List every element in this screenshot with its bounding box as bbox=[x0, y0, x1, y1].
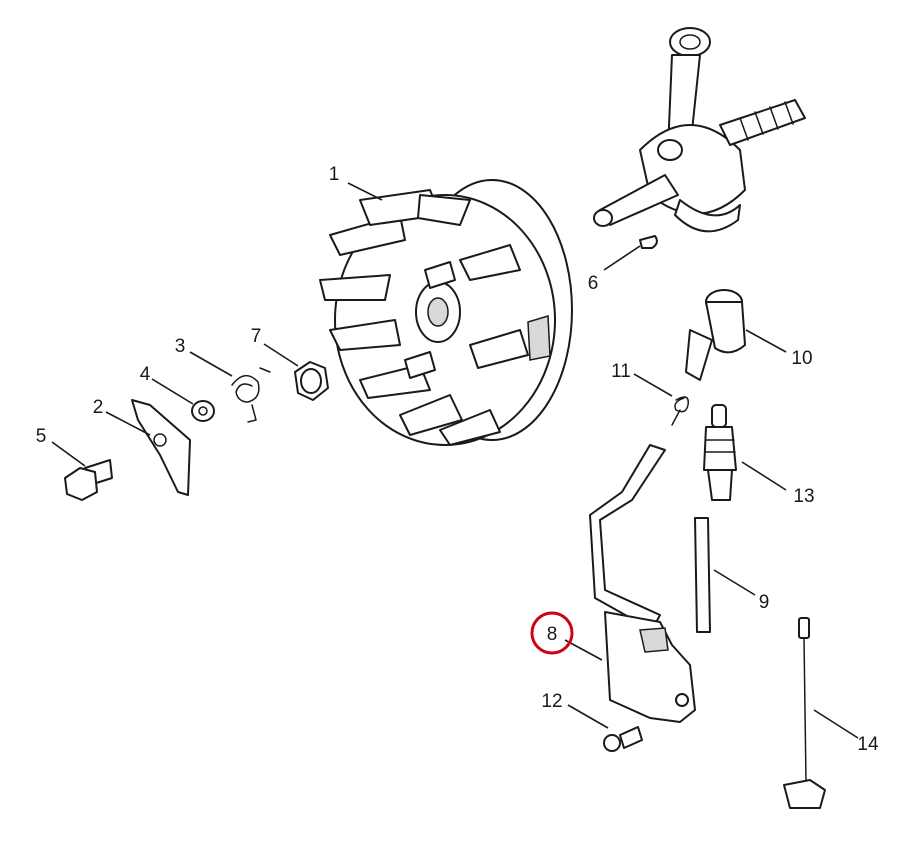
callout-6: 6 bbox=[588, 273, 599, 294]
callout-7: 7 bbox=[251, 326, 262, 347]
woodruff-key-part bbox=[639, 235, 658, 249]
pawl-part bbox=[131, 399, 191, 496]
leader-lines bbox=[51, 182, 859, 739]
callout-11: 11 bbox=[611, 361, 631, 382]
washer-part bbox=[191, 400, 215, 422]
nut-part bbox=[294, 361, 329, 401]
callout-13: 13 bbox=[793, 486, 814, 507]
spring-part bbox=[231, 367, 271, 423]
wire-connector-part bbox=[783, 617, 826, 809]
tube-part bbox=[694, 517, 711, 633]
callout-9: 9 bbox=[759, 592, 770, 613]
spark-plug-part bbox=[703, 404, 737, 501]
callout-14: 14 bbox=[857, 734, 879, 755]
crankshaft-part bbox=[593, 27, 806, 233]
flywheel-part bbox=[319, 179, 573, 446]
callout-12: 12 bbox=[541, 691, 562, 712]
ignition-coil-part bbox=[589, 444, 696, 723]
callout-2: 2 bbox=[93, 397, 104, 418]
callout-10: 10 bbox=[791, 348, 812, 369]
callout-3: 3 bbox=[175, 336, 186, 357]
callout-5: 5 bbox=[36, 426, 47, 447]
screw-part bbox=[603, 726, 643, 752]
callout-4: 4 bbox=[140, 364, 151, 385]
callout-8: 8 bbox=[547, 624, 558, 645]
callout-1: 1 bbox=[329, 164, 340, 185]
spring-clip-part bbox=[671, 396, 689, 426]
bolt-part bbox=[64, 459, 113, 501]
spark-plug-boot-part bbox=[685, 289, 746, 381]
callout-highlight-ring bbox=[530, 611, 574, 655]
